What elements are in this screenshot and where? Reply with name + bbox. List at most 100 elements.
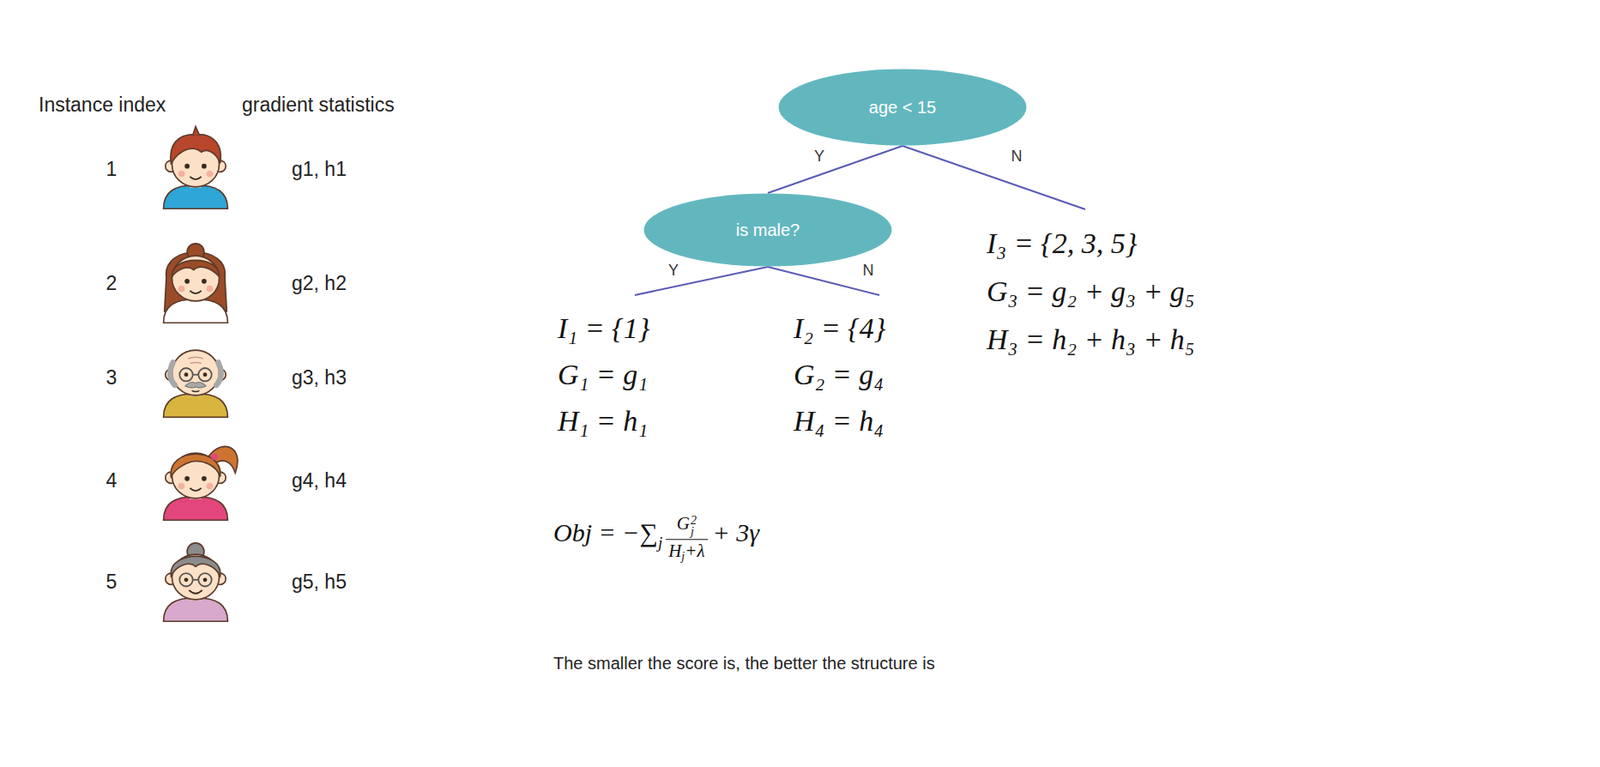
portrait-boy-part (163, 185, 229, 210)
portrait-girl-ponytail-part (206, 483, 214, 490)
formula-term: Obj = −∑ (553, 519, 659, 548)
leaf-node: I₃ = {2, 3, 5}G₃ = g₂ + g₃ + g₅H₃ = h₂ +… (986, 209, 1196, 364)
script-stack: 2j (690, 514, 697, 538)
decision-ellipse: is male? (643, 193, 893, 267)
portrait-old-man-part (172, 350, 220, 396)
instance-number: 5 (106, 570, 118, 594)
portrait-girl-ponytail-part (201, 476, 207, 482)
gradient-statistics: g5, h5 (291, 570, 347, 594)
leaf-formula: G₃ = g₂ + g₃ + g₅ (986, 267, 1196, 316)
portrait-girl-part (163, 299, 229, 324)
gradient-statistics: g2, h2 (291, 271, 347, 296)
portrait-grandma-part (203, 577, 208, 582)
decision-text: age < 15 (869, 97, 936, 118)
portrait-girl-part (178, 285, 186, 293)
leaf-formula: H₁ = h₁ (557, 398, 650, 445)
column-header: Instance index (38, 93, 166, 117)
portrait-old-man-part (184, 372, 189, 377)
portrait-girl-ponytail (163, 446, 238, 520)
portrait-grandma-part (179, 573, 193, 586)
formula-term: j (690, 526, 697, 538)
leaf-formula: H₃ = h₂ + h₃ + h₅ (986, 315, 1196, 364)
portrait-girl-ponytail-part (163, 496, 229, 521)
portrait-old-man-part (193, 374, 200, 376)
branch-label: Y (666, 261, 681, 280)
decision-text: is male? (736, 220, 800, 241)
portrait-boy (163, 126, 229, 210)
column-header: gradient statistics (241, 93, 395, 117)
portrait-girl (163, 243, 229, 323)
portrait-girl-ponytail-part (178, 483, 186, 490)
instance-number: 4 (106, 469, 118, 493)
portrait-boy-part (206, 170, 214, 178)
tree-branch (767, 145, 903, 194)
portrait-old-man-part (198, 368, 212, 381)
formula-term: H (668, 540, 682, 562)
portrait-girl-part (172, 255, 220, 302)
note: The smaller the score is, the better the… (553, 653, 936, 674)
leaf-formula: I₁ = {1} (557, 305, 650, 352)
portrait-girl-ponytail-part (211, 453, 218, 461)
portrait-girl-ponytail-part (170, 453, 221, 477)
objective-formula: Obj = −∑jG2jHj+λ+ 3γ (553, 513, 760, 564)
portrait-girl-part (189, 290, 201, 294)
portrait-boy-part (189, 176, 201, 180)
portrait-girl-ponytail-part (189, 488, 201, 491)
branch-label: N (1009, 147, 1025, 166)
portrait-girl-ponytail-part (184, 476, 190, 482)
portrait-old-man-part (169, 362, 175, 385)
portrait-old-man-part (163, 393, 229, 418)
portrait-boy-part (178, 170, 186, 178)
leaf-formula: G₁ = g₁ (557, 351, 650, 399)
connector-group (634, 145, 1086, 296)
leaf-formula: H₄ = h₄ (793, 398, 886, 445)
fraction-denominator: Hj+λ (665, 539, 707, 565)
gradient-statistics: g3, h3 (291, 366, 347, 390)
portrait-girl-part (171, 259, 219, 277)
branch-label: Y (812, 147, 827, 166)
portrait-old-man-part (192, 390, 200, 392)
formula-term: + 3γ (712, 519, 761, 548)
portrait-boy-part (193, 126, 200, 136)
formula-term: 2 (690, 514, 697, 526)
portrait-grandma-part (163, 597, 229, 622)
portrait-grandma (163, 543, 229, 622)
portrait-grandma-part (193, 579, 200, 581)
portrait-old-man-part (203, 372, 208, 377)
portrait-grandma-part (198, 573, 212, 586)
portrait-grandma-part (170, 555, 221, 576)
instance-number: 3 (106, 366, 118, 390)
portrait-girl-part (206, 285, 214, 293)
leaf-node: I₂ = {4}G₂ = g₄H₄ = h₄ (793, 295, 886, 445)
portrait-grandma-part (188, 590, 202, 594)
leaf-formula: I₃ = {2, 3, 5} (986, 219, 1196, 268)
portrait-grandma-part (184, 577, 189, 582)
instance-number: 1 (106, 157, 118, 182)
formula-term: j (681, 549, 685, 563)
tree-branch (634, 266, 768, 296)
fraction-numerator: G2j (665, 513, 707, 540)
portrait-old-man (163, 350, 229, 417)
portrait-old-man-part (187, 356, 204, 363)
formula-term: +λ (684, 540, 705, 562)
portrait-old-man-part (216, 362, 221, 385)
gradient-statistics: g1, h1 (291, 157, 347, 182)
gradient-statistics: g4, h4 (291, 469, 347, 493)
formula-term: j (658, 534, 663, 553)
portrait-old-man-part (179, 368, 193, 381)
ellipse-shape (778, 69, 1027, 146)
portrait-girl-part (184, 278, 190, 284)
leaf-node: I₁ = {1}G₁ = g₁H₁ = h₁ (557, 295, 650, 445)
portrait-boy-part (170, 134, 221, 164)
leaf-formula: G₂ = g₄ (793, 351, 886, 399)
tree-branch (902, 145, 1086, 210)
ellipse-shape (644, 193, 893, 267)
fraction: G2jHj+λ (665, 513, 707, 564)
leaf-formula: I₂ = {4} (793, 305, 886, 352)
portrait-boy-part (201, 163, 207, 170)
portrait-old-man-part (185, 382, 206, 388)
instance-number: 2 (106, 271, 118, 296)
portrait-girl-part (201, 278, 207, 284)
decision-ellipse: age < 15 (778, 68, 1027, 146)
